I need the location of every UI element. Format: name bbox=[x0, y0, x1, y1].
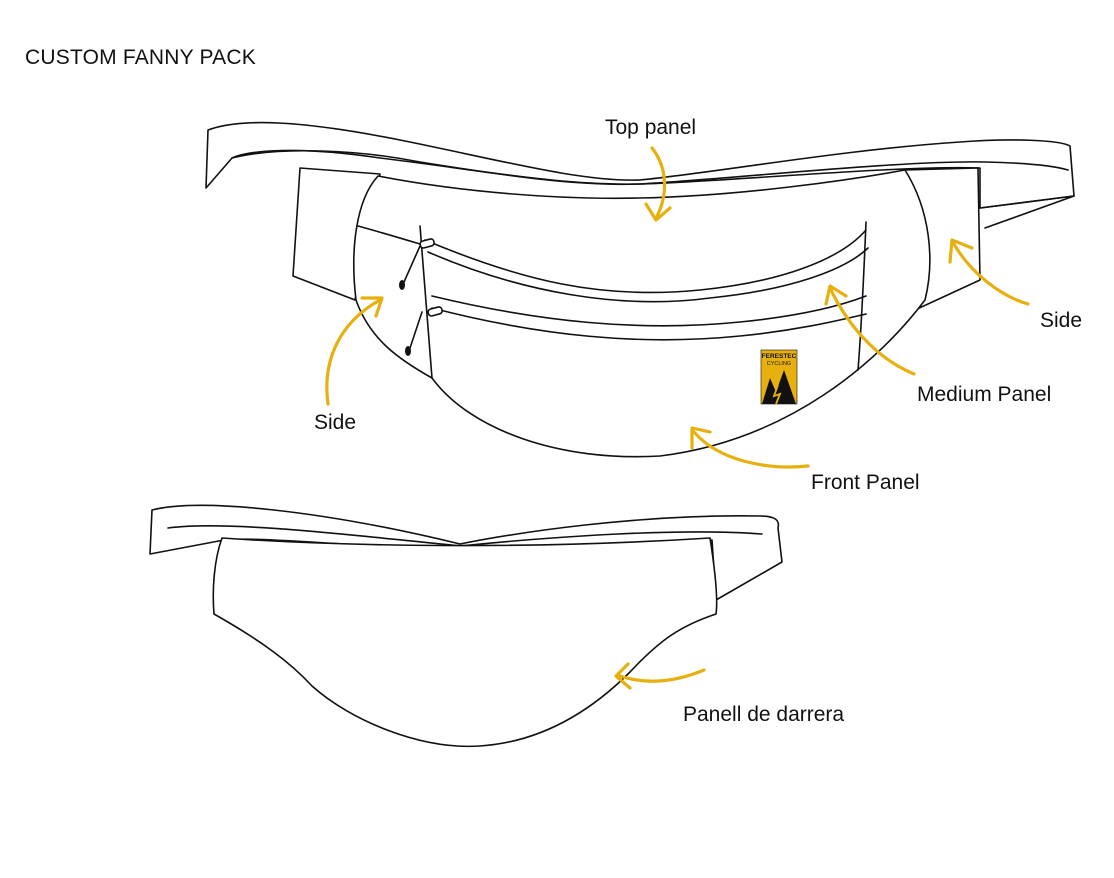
zipper-pull-1 bbox=[399, 238, 435, 290]
logo-mountain-icon bbox=[762, 370, 796, 404]
front-strap-right-lower bbox=[979, 195, 1075, 229]
left-side-panel bbox=[357, 225, 421, 245]
front-strap-inner bbox=[231, 149, 1069, 186]
medium-panel-top bbox=[431, 295, 867, 327]
page-title: CUSTOM FANNY PACK bbox=[25, 46, 256, 69]
zipper-top bbox=[427, 247, 869, 303]
back-panel-arrow bbox=[614, 662, 706, 690]
front-view: FERESTEC CYCLING bbox=[205, 121, 1075, 458]
brand-logo: FERESTEC CYCLING bbox=[760, 349, 798, 405]
label-back-panel: Panell de darrera bbox=[683, 703, 845, 726]
logo-line2: CYCLING bbox=[767, 361, 791, 367]
side-left-arrow bbox=[325, 296, 384, 406]
top-panel-edge bbox=[424, 229, 867, 294]
medium-panel-arrow bbox=[824, 284, 916, 376]
label-front-panel: Front Panel bbox=[811, 471, 920, 494]
back-body bbox=[212, 537, 718, 748]
logo-line1: FERESTEC bbox=[762, 353, 797, 360]
label-top-panel: Top panel bbox=[605, 116, 697, 139]
front-panel-arrow bbox=[690, 426, 810, 469]
arrows bbox=[325, 146, 1030, 690]
zipper-pull-2 bbox=[405, 306, 443, 356]
label-side-right: Side bbox=[1040, 309, 1083, 332]
side-right-arrow bbox=[948, 238, 1030, 306]
label-medium-panel: Medium Panel bbox=[917, 383, 1052, 406]
right-side-seam bbox=[857, 221, 867, 371]
zipper-bottom bbox=[431, 307, 867, 341]
top-panel-arrow bbox=[644, 146, 672, 222]
label-side-left: Side bbox=[314, 411, 357, 434]
back-view bbox=[149, 504, 783, 748]
